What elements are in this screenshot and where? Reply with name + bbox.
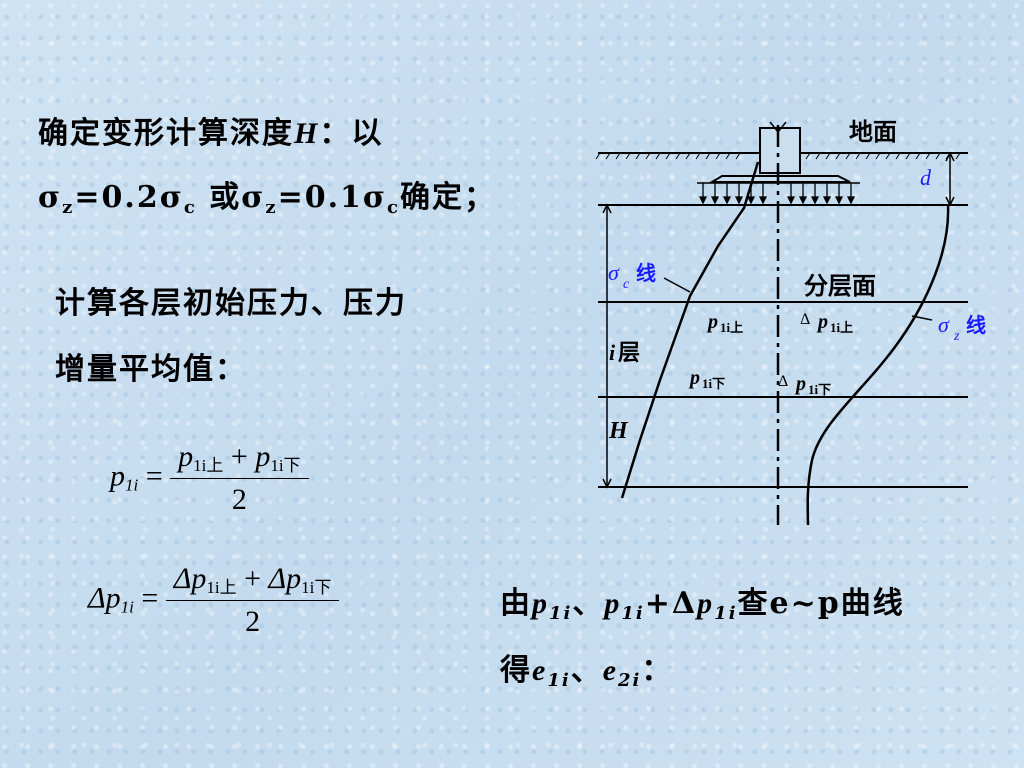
formula1-fraction: p1i上 + p1i下 2: [170, 440, 309, 517]
d-dimension-arrows: [945, 151, 955, 207]
formula2-fraction: Δp1i上 + Δp1i下 2: [165, 562, 340, 639]
layer-i-suffix: 层: [618, 340, 640, 365]
sub-z: z: [62, 197, 75, 218]
text-lookup-line: 由p1i、p1i+Δp1i查e~p曲线: [500, 578, 905, 624]
formula1-num-sub1: 1i上: [193, 456, 224, 475]
criterion-or: 或σ: [196, 180, 266, 215]
formula1-numerator: p1i上 + p1i下: [170, 440, 309, 479]
layer-i-symbol: i: [609, 340, 616, 365]
formula1-denominator: 2: [231, 483, 247, 516]
ground-hatch: [595, 152, 961, 160]
d-label: d: [920, 165, 932, 190]
layer-face-label: 分层面: [804, 273, 876, 300]
lookup-p2: p: [604, 587, 622, 620]
load-arrows: [698, 183, 856, 205]
foundation-footing: [708, 175, 851, 183]
dp-bot-delta: Δ: [778, 373, 788, 390]
result-esub2: 2i: [618, 670, 642, 691]
p-bot-sub: 1i下: [702, 376, 725, 391]
sigma-z-suffix: 线: [966, 313, 986, 337]
result-end: ：: [641, 653, 674, 688]
p-top-sub: 1i上: [720, 320, 743, 335]
lookup-plus: +Δ: [644, 586, 698, 621]
formula-dp1i: Δp1i = Δp1i上 + Δp1i下 2: [88, 562, 340, 639]
H-label: H: [608, 418, 629, 444]
formula2-plus: +: [236, 562, 269, 595]
lookup-p3: p: [697, 587, 715, 620]
formula1-num-p1: p: [178, 440, 194, 473]
formula1-num-sub2: 1i下: [270, 456, 301, 475]
formula2-lhs-sub: 1i: [120, 597, 134, 617]
dp-top-sub: 1i上: [830, 320, 853, 335]
result-sep2: 、: [570, 653, 603, 688]
sigma-symbol: σ: [38, 180, 63, 215]
result-e2: e: [602, 654, 619, 687]
lookup-sub2: 1i: [621, 603, 645, 624]
foundation-column: [759, 127, 801, 174]
sigma-z-symbol: σ: [938, 312, 950, 337]
criterion-eq1: =0.2σ: [74, 180, 184, 215]
result-c: 得: [500, 653, 532, 688]
formula2-num-sub1: 1i上: [206, 578, 237, 597]
p-bot-label: p: [688, 367, 700, 389]
sigma-c-curve: [620, 161, 760, 499]
sub-c2: c: [387, 197, 401, 218]
formula-p1i: p1i = p1i上 + p1i下 2: [110, 440, 309, 517]
lookup-sep1: 、: [572, 586, 605, 621]
center-mark: [769, 121, 787, 134]
formula2-lhs: Δp: [88, 581, 121, 615]
formula2-eq: =: [133, 581, 166, 615]
sub-c: c: [183, 197, 197, 218]
text-criterion-line: σz=0.2σc 或σz=0.1σc确定；: [38, 172, 496, 218]
formula2-denominator: 2: [245, 605, 261, 638]
sub-z2: z: [265, 197, 278, 218]
lookup-sub3: 1i: [714, 603, 738, 624]
depth-text-end: ：以: [319, 116, 384, 151]
ground-label: 地面: [849, 119, 897, 146]
lookup-p: p: [532, 587, 549, 620]
criterion-end: 确定；: [400, 180, 497, 215]
dp-bot-label: p: [794, 373, 806, 395]
depth-text: 确定变形计算深度: [38, 116, 294, 151]
formula1-lhs: p: [110, 459, 125, 493]
p-top-label: p: [706, 311, 718, 333]
sigma-c-symbol: σ: [608, 260, 620, 285]
text-avg-line: 增量平均值：: [55, 352, 247, 387]
lookup-a: 由: [500, 586, 532, 621]
lookup-sub1: 1i: [549, 603, 573, 624]
dp-bot-sub: 1i下: [808, 382, 831, 397]
formula1-lhs-sub: 1i: [125, 475, 139, 495]
result-esub1: 1i: [547, 670, 571, 691]
dp-top-label: p: [816, 311, 828, 333]
formula2-numerator: Δp1i上 + Δp1i下: [165, 562, 340, 601]
formula1-num-p2: p: [255, 440, 271, 473]
sigma-z-sub: z: [953, 329, 960, 344]
sigma-c-leader: [663, 277, 691, 293]
text-calc-line: 计算各层初始压力、压力: [55, 286, 407, 321]
formula1-eq: =: [138, 459, 171, 493]
text-result-line: 得e1i、e2i：: [500, 645, 673, 691]
sigma-z-curve: [806, 204, 950, 526]
formula2-num-p1: Δp: [173, 562, 207, 595]
lookup-b: 查e~p曲线: [737, 586, 905, 621]
formula1-plus: +: [223, 440, 256, 473]
result-e1: e: [532, 654, 548, 687]
depth-symbol-H: H: [294, 117, 320, 150]
formula2-num-p2: Δp: [268, 562, 302, 595]
sigma-z-leader: [911, 315, 933, 321]
text-depth-line: 确定变形计算深度H：以: [38, 108, 383, 152]
sigma-c-suffix: 线: [636, 261, 656, 285]
H-dimension-arrows: [602, 203, 612, 489]
formula2-num-sub2: 1i下: [301, 578, 332, 597]
criterion-eq2: =0.1σ: [277, 180, 388, 215]
sigma-c-sub: c: [623, 277, 630, 292]
dp-top-delta: Δ: [800, 311, 810, 328]
